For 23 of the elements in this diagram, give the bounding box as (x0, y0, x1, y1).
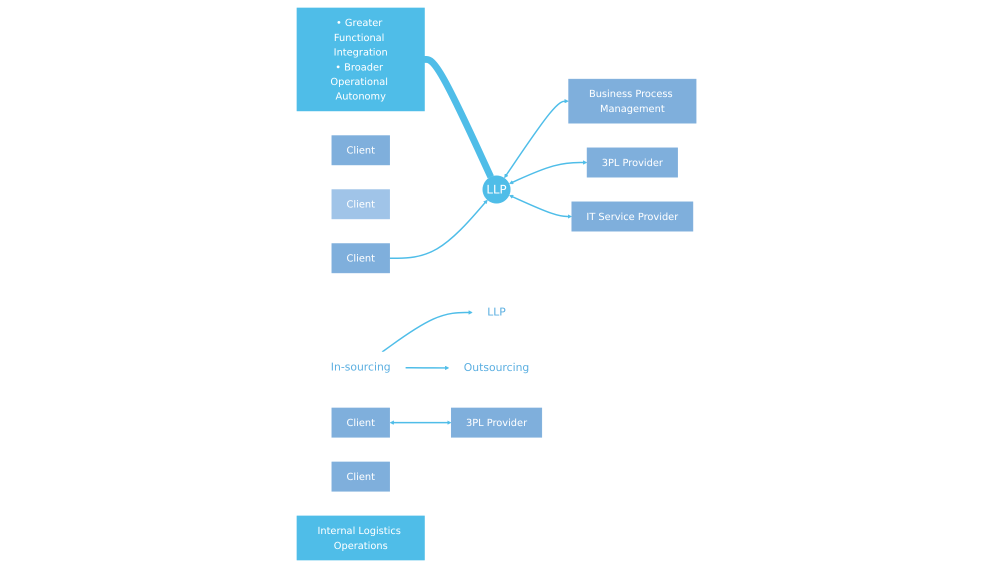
node-box: Client (332, 243, 390, 274)
node-box: IT Service Provider (571, 202, 694, 232)
connector (423, 56, 494, 178)
node-box: Client (332, 135, 390, 166)
node-text: LLP (487, 306, 506, 319)
arrow (509, 160, 588, 184)
node-circle: LLP (482, 175, 511, 204)
node-box: Internal Logistics Operations (296, 516, 425, 560)
arrow (509, 194, 572, 219)
arrow (390, 200, 488, 259)
node-box: • Greater Functional Integration • Broader Operational Autonomy (296, 8, 425, 112)
arrow (390, 420, 452, 425)
arrow (382, 310, 473, 353)
node-text: Outsourcing (464, 362, 530, 374)
node-box: 3PL Provider (450, 408, 542, 438)
node-box: Business Process Management (568, 78, 696, 124)
arrow (504, 99, 569, 178)
node-box: Client (332, 408, 390, 438)
node-text: In-sourcing (330, 361, 391, 374)
node-box: Client (332, 462, 390, 492)
arrow (405, 366, 450, 370)
node-box: Client (332, 189, 390, 220)
node-box: 3PL Provider (586, 148, 678, 178)
